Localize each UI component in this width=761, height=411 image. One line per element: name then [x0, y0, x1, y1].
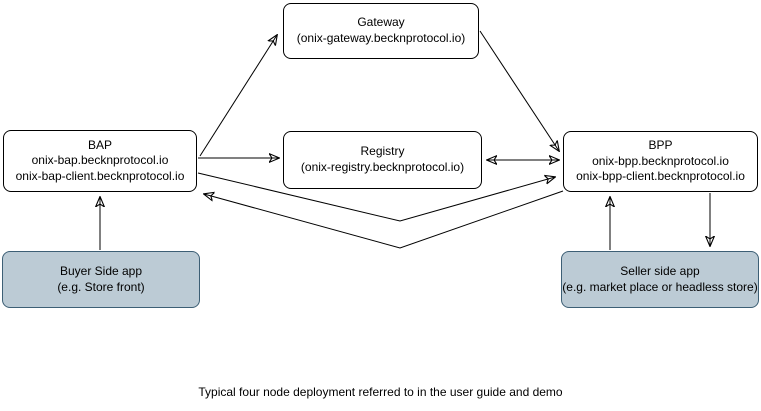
node-buyer-side-app: Buyer Side app (e.g. Store front) [2, 251, 200, 308]
diagram-caption: Typical four node deployment referred to… [198, 385, 563, 399]
registry-hostname: (onix-registry.becknprotocol.io) [300, 160, 465, 174]
gateway-title: Gateway [357, 15, 405, 30]
node-bpp: BPP onix-bpp.becknprotocol.io onix-bpp-c… [563, 131, 758, 192]
bpp-client-hostname: onix-bpp-client.becknprotocol.io [576, 169, 745, 184]
buyer-app-subtitle: (e.g. Store front) [57, 279, 145, 294]
arrow-bpp-to-bap-via-bottom [204, 190, 564, 249]
node-gateway: Gateway (onix-gateway.becknprotocol.io) [283, 3, 479, 59]
bpp-hostname: onix-bpp.becknprotocol.io [592, 153, 729, 168]
gateway-hostname: (onix-gateway.becknprotocol.io) [296, 31, 466, 45]
node-registry: Registry (onix-registry.becknprotocol.io… [283, 131, 482, 189]
bap-hostname: onix-bap.becknprotocol.io [31, 153, 169, 168]
buyer-app-title: Buyer Side app [59, 263, 143, 278]
node-seller-side-app: Seller side app (e.g. market place or he… [561, 251, 759, 308]
bap-client-hostname: onix-bap-client.becknprotocol.io [15, 168, 185, 183]
registry-title: Registry [360, 144, 405, 159]
arrow-gateway-to-bpp [479, 30, 559, 151]
arrow-bap-to-gateway [199, 35, 277, 157]
seller-app-title: Seller side app [620, 263, 700, 278]
bpp-title: BPP [648, 138, 673, 153]
node-bap: BAP onix-bap.becknprotocol.io onix-bap-c… [3, 130, 197, 192]
bap-title: BAP [87, 137, 112, 152]
seller-app-subtitle: (e.g. market place or headless store) [562, 279, 758, 294]
arrow-bap-to-bpp-via-bottom [197, 172, 555, 222]
